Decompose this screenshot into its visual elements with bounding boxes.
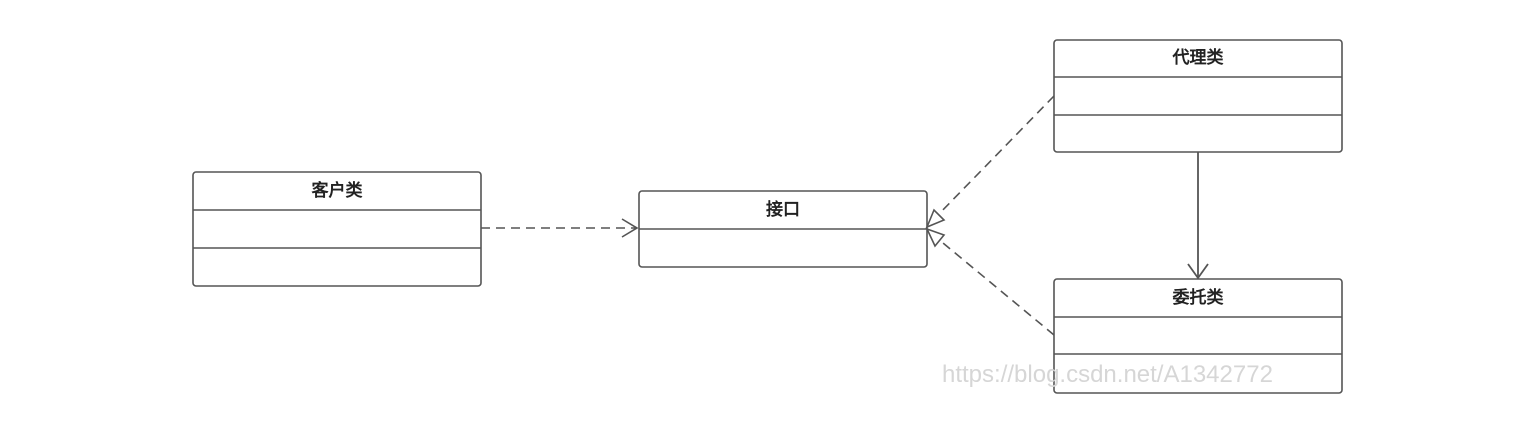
relation-proxy-to-interface bbox=[925, 95, 1055, 229]
watermark-text: https://blog.csdn.net/A1342772 bbox=[942, 361, 1273, 388]
relation-delegate-to-interface bbox=[925, 227, 1055, 336]
class-box-proxy[interactable]: 代理类 bbox=[1053, 39, 1343, 153]
open-arrowhead bbox=[621, 218, 639, 238]
relation-client-to-interface bbox=[481, 218, 639, 238]
class-title-interface: 接口 bbox=[766, 199, 800, 220]
class-title-proxy: 代理类 bbox=[1172, 47, 1225, 68]
hollow-triangle-arrowhead bbox=[925, 227, 946, 248]
hollow-triangle-arrowhead bbox=[925, 208, 946, 229]
open-arrowhead bbox=[1187, 263, 1209, 280]
class-box-client[interactable]: 客户类 bbox=[192, 171, 482, 287]
class-title-client: 客户类 bbox=[311, 180, 364, 201]
relation-proxy-to-delegate bbox=[1187, 152, 1209, 280]
class-box-interface[interactable]: 接口 bbox=[638, 190, 928, 268]
class-title-delegate: 委托类 bbox=[1172, 287, 1225, 308]
